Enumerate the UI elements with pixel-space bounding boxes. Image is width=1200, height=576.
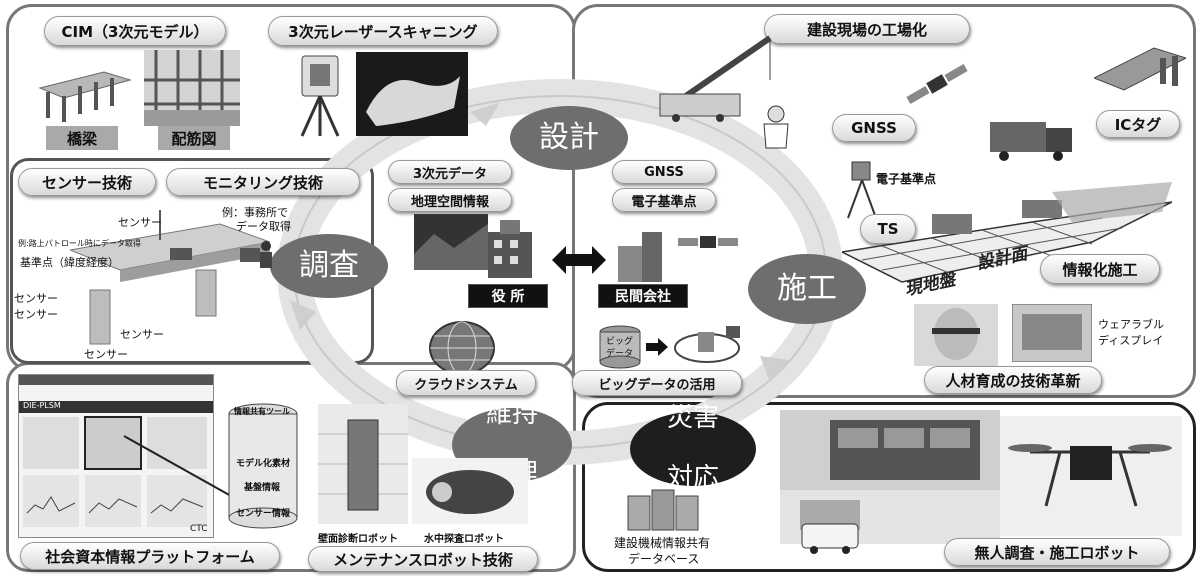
hr-innovation-label: 人材育成の技術革新 — [924, 366, 1102, 394]
benchmark-label: 基準点（緯度経度） — [20, 256, 119, 269]
bridge-label: 橋梁 — [46, 126, 118, 150]
exchange-arrow-icon — [552, 246, 606, 274]
database-text-1: 建設機械情報共有 — [614, 536, 711, 550]
wall-robot-image — [318, 404, 408, 524]
unmanned-robot-label: 無人調査・施工ロボット — [944, 538, 1170, 566]
geo-info-label: 地理空間情報 — [388, 188, 512, 212]
underwater-robot-label: 水中探査ロボット — [424, 534, 504, 545]
construction-node: 施工 — [748, 254, 866, 324]
laser-scanner-image — [300, 55, 340, 137]
gnss-top-label: GNSS — [832, 114, 916, 142]
platform-screen-title: DIE-PLSM — [19, 401, 213, 413]
ctc-mark: CTC — [190, 524, 208, 534]
patrol-note: 例:路上パトロール時にデータ取得 — [18, 239, 141, 248]
sensor-tech-label: センサー技術 — [18, 168, 156, 196]
rebar-drawing-image — [144, 50, 240, 126]
wearable-display-image — [1012, 304, 1092, 362]
disaster-node: 災害対応 — [630, 403, 756, 493]
office-note-1: 例：事務所で — [222, 206, 288, 219]
monitoring-tech-label: モニタリング技術 — [166, 168, 360, 196]
cloud-system-label: クラウドシステム — [396, 370, 536, 396]
wall-robot-label: 壁面診断ロボット — [318, 534, 398, 545]
ambulance-van-image — [801, 523, 859, 554]
point-cloud-image — [356, 52, 468, 136]
ic-tag-label: ICタグ — [1096, 110, 1180, 138]
cloud-globe-icon — [429, 321, 495, 375]
info-share-cylinder — [226, 402, 300, 530]
terrain-grid-image — [842, 182, 1172, 283]
bigdata-cylinder-icon — [599, 325, 641, 369]
government-building-icon — [488, 220, 532, 278]
model-material-label: モデル化素材 — [236, 459, 291, 469]
bigdata-icon-text-2: データ — [606, 349, 634, 359]
ref-point-top-label: 電子基準点 — [876, 172, 937, 186]
database-text-2: データベース — [628, 552, 700, 566]
geo-map-image — [414, 214, 488, 270]
info-share-label: 情報共有ツール — [234, 407, 290, 416]
ts-label: TS — [860, 214, 916, 244]
server-rack-image — [627, 489, 699, 531]
underwater-robot-image — [412, 458, 528, 524]
factory-image — [1094, 47, 1186, 91]
factory-construction-label: 建設現場の工場化 — [764, 14, 970, 44]
laser-scanning-label: 3次元レーザースキャニング — [268, 16, 498, 46]
office-note-2: データ取得 — [236, 220, 291, 233]
rebar-label: 配筋図 — [158, 126, 230, 150]
road-bridge-image — [70, 210, 270, 345]
sensor-info-label: センサー情報 — [236, 509, 291, 519]
platform-label: 社会資本情報プラットフォーム — [20, 542, 280, 570]
it-construction-label: 情報化施工 — [1040, 254, 1160, 284]
maintenance-robot-label: メンテナンスロボット技術 — [308, 546, 538, 572]
design-node: 設計 — [510, 106, 628, 170]
ref-point-center-label: 電子基準点 — [612, 188, 716, 212]
private-company-label: 民間会社 — [598, 284, 688, 308]
bigdata-icon-text-1: ビッグ — [606, 337, 634, 347]
bridge-model-image — [38, 71, 132, 122]
drone-image — [1000, 416, 1182, 536]
crane-image — [659, 35, 772, 122]
bigdata-arrow-icon — [646, 338, 668, 356]
satellite-top-icon — [906, 64, 968, 104]
wearable-text-1: ウェアラブル — [1098, 318, 1164, 331]
network-icon — [674, 326, 740, 363]
office-label: 役 所 — [468, 284, 548, 308]
total-station-icon — [847, 161, 877, 219]
gnss-center-label: GNSS — [612, 160, 716, 184]
sensor-label-3: センサー — [14, 308, 58, 321]
satellite-center-icon — [678, 236, 738, 248]
survey-node: 調査 — [270, 234, 388, 298]
company-building-icon — [618, 232, 662, 282]
sensor-label-5: センサー — [84, 348, 128, 361]
wearable-text-2: ディスプレイ — [1098, 334, 1164, 347]
bigdata-usage-label: ビッグデータの活用 — [572, 370, 742, 396]
base-info-label: 基盤情報 — [244, 483, 281, 493]
sensor-label-4: センサー — [120, 328, 164, 341]
sensor-label-1: センサー — [118, 216, 162, 229]
data3d-label: 3次元データ — [388, 160, 512, 184]
office-worker-icon — [240, 241, 272, 268]
cim-label: CIM（3次元モデル） — [44, 16, 226, 46]
sensor-label-2: センサー — [14, 292, 58, 305]
wearable-person-image — [914, 304, 998, 366]
worker-icon — [763, 105, 789, 149]
platform-screenshot: DIE-PLSM — [18, 374, 214, 538]
truck-image — [990, 122, 1072, 161]
